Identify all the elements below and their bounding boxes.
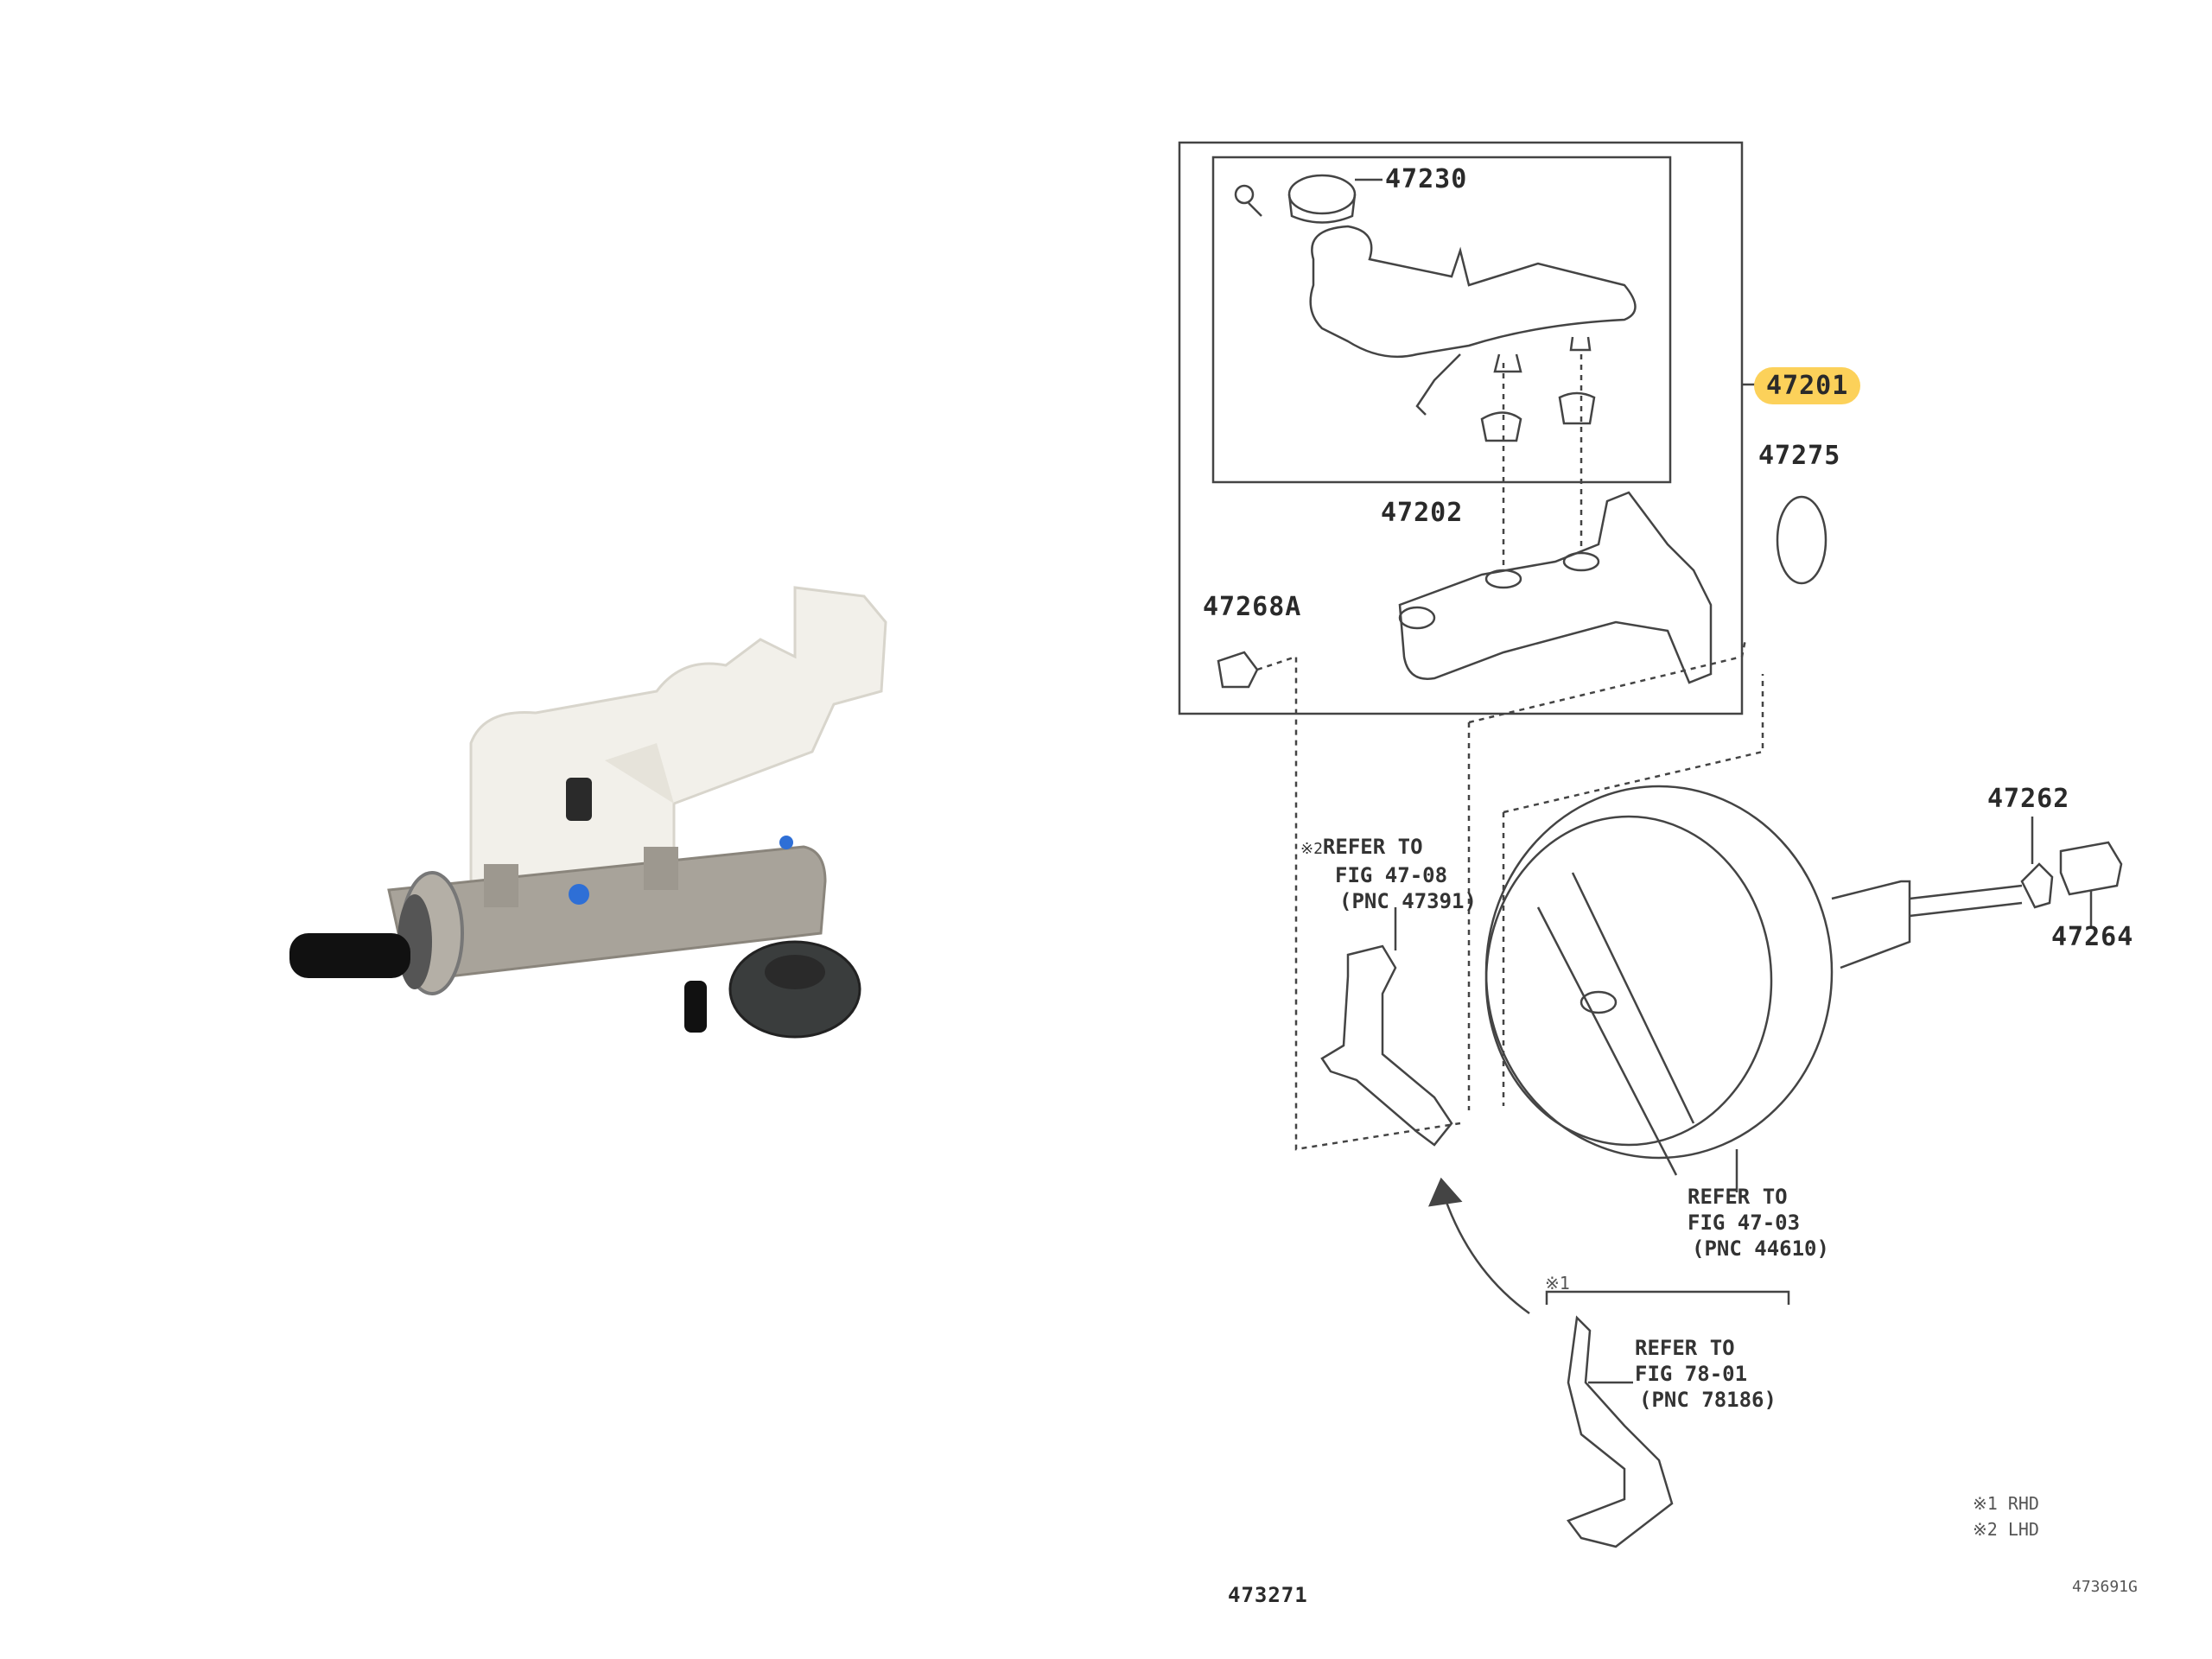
level-sensor bbox=[566, 778, 592, 821]
rhd-mark: ※1 bbox=[1545, 1273, 1570, 1294]
part-label-47201-highlighted[interactable]: 47201 bbox=[1754, 367, 1861, 404]
figure-code-left: 473271 bbox=[1228, 1583, 1308, 1607]
cap-47230 bbox=[1287, 174, 1357, 215]
part-label-47268A[interactable]: 47268A bbox=[1203, 592, 1302, 622]
master-cylinder-47201 bbox=[1398, 491, 1713, 684]
figure-code-right: 473691G bbox=[2072, 1578, 2138, 1596]
pin bbox=[684, 981, 707, 1033]
assembly-box bbox=[1178, 141, 1744, 715]
nut-47268A bbox=[1217, 651, 1259, 689]
part-label-47264[interactable]: 47264 bbox=[2051, 922, 2134, 952]
brake-booster bbox=[1484, 785, 1834, 1160]
o-ring-47275 bbox=[1776, 495, 1827, 585]
legend: ※1 RHD※2 LHD bbox=[1973, 1493, 2039, 1540]
bracket-rhd bbox=[1567, 1315, 1674, 1548]
part-label-47202[interactable]: 47202 bbox=[1381, 498, 1464, 528]
reservoir-47202 bbox=[1309, 225, 1637, 359]
part-label-47275[interactable]: 47275 bbox=[1758, 441, 1841, 471]
reservoir-box bbox=[1211, 156, 1672, 484]
clevis-47264 bbox=[2059, 841, 2123, 896]
push-rod bbox=[289, 933, 410, 978]
bracket-lhd bbox=[1320, 944, 1453, 1147]
part-label-47262[interactable]: 47262 bbox=[1987, 784, 2070, 814]
part-label-47230[interactable]: 47230 bbox=[1385, 164, 1468, 194]
clevis-nut-47262 bbox=[2020, 862, 2054, 909]
